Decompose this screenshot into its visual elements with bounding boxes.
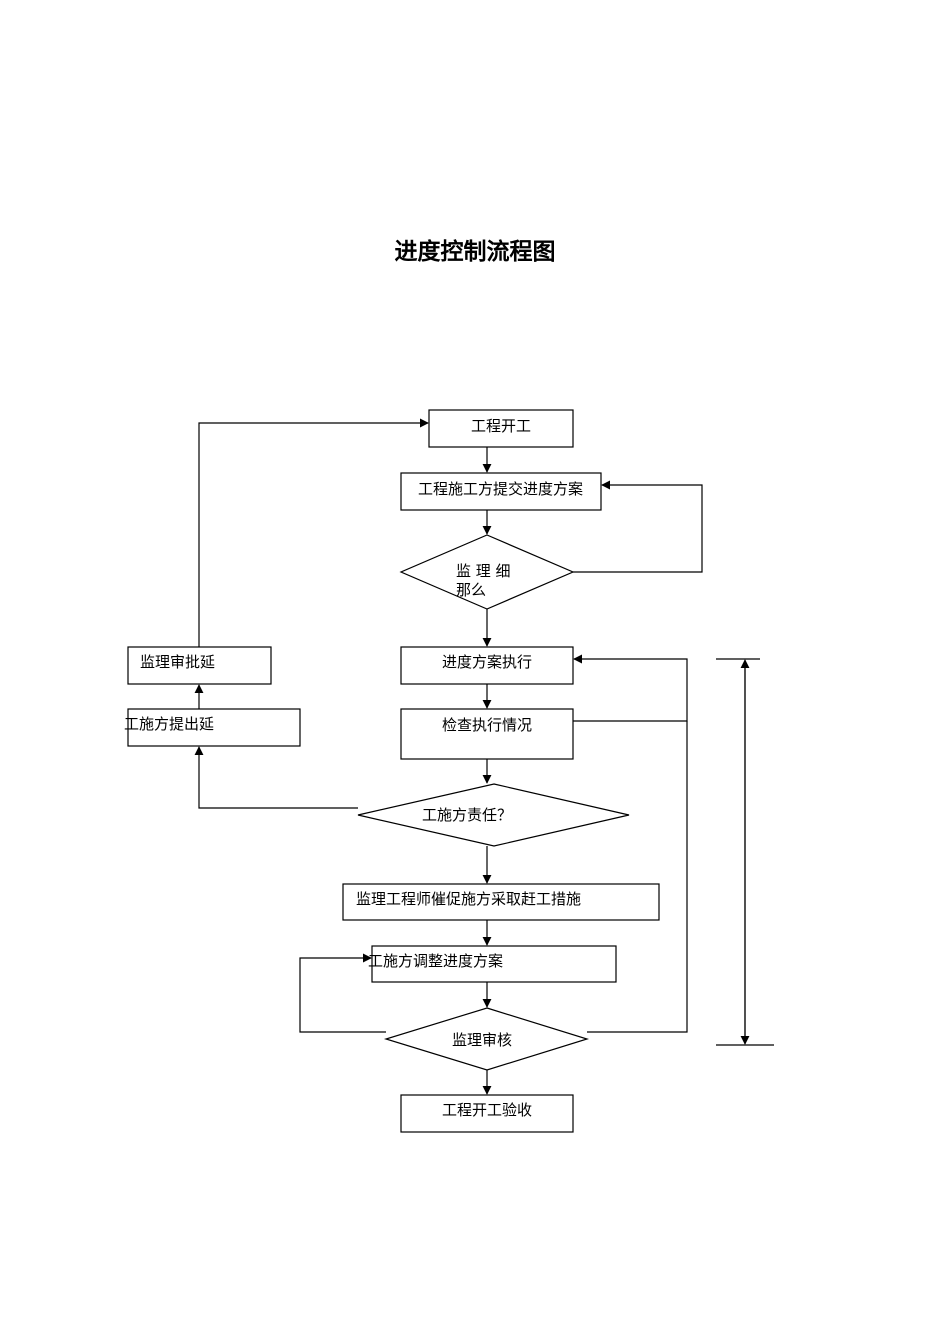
decision-supervisor-check: 监 理 细 那么 (399, 534, 575, 610)
node-plan-execution: 进度方案执行 (400, 646, 574, 685)
loop-inspect-back-to-execution (573, 654, 688, 722)
node-contractor-request-delay-label: 工施方提出延 (124, 715, 214, 733)
span-bracket (716, 658, 774, 1046)
node-urge-measures: 监理工程师催促施方采取赶工措施 (342, 883, 660, 921)
node-adjust-plan: 工施方调整进度方案 (368, 945, 617, 983)
node-completion-acceptance: 工程开工验收 (400, 1094, 574, 1133)
node-submit-plan: 工程施工方提交进度方案 (400, 472, 602, 511)
decision-supervisor-check-label: 监 理 细 (456, 562, 511, 580)
decision-contractor-responsibility-label: 工施方责任？ (422, 806, 512, 824)
node-submit-plan-label: 工程施工方提交进度方案 (418, 480, 583, 498)
decision-supervisor-review: 监理审核 (383, 1007, 590, 1071)
page-title: 进度控制流程图 (394, 238, 556, 265)
node-supervisor-approve-delay-label: 监理审批延 (140, 653, 215, 671)
node-contractor-request-delay: 工施方提出延 (124, 708, 301, 747)
node-check-execution: 检查执行情况 (400, 708, 574, 760)
loop-review-back-to-adjust (299, 953, 386, 1033)
node-start-label: 工程开工 (471, 417, 531, 435)
decision-supervisor-check-label-2: 那么 (456, 581, 486, 599)
node-start: 工程开工 (428, 409, 574, 448)
node-urge-measures-label: 监理工程师催促施方采取赶工措施 (356, 890, 581, 908)
arrow-responsibility-to-request-delay (194, 746, 358, 809)
decision-supervisor-review-label: 监理审核 (452, 1031, 512, 1049)
decision-contractor-responsibility: 工施方责任？ (357, 783, 630, 847)
node-supervisor-approve-delay: 监理审批延 (127, 646, 272, 685)
loop-review-back-to-execution (587, 721, 688, 1033)
node-adjust-plan-label: 工施方调整进度方案 (368, 952, 503, 970)
node-check-execution-label: 检查执行情况 (442, 716, 532, 734)
loop-check-back-to-submit (573, 480, 703, 573)
node-plan-execution-label: 进度方案执行 (442, 653, 532, 671)
node-completion-acceptance-label: 工程开工验收 (442, 1101, 532, 1119)
arrow-approve-delay-to-start (198, 418, 429, 647)
